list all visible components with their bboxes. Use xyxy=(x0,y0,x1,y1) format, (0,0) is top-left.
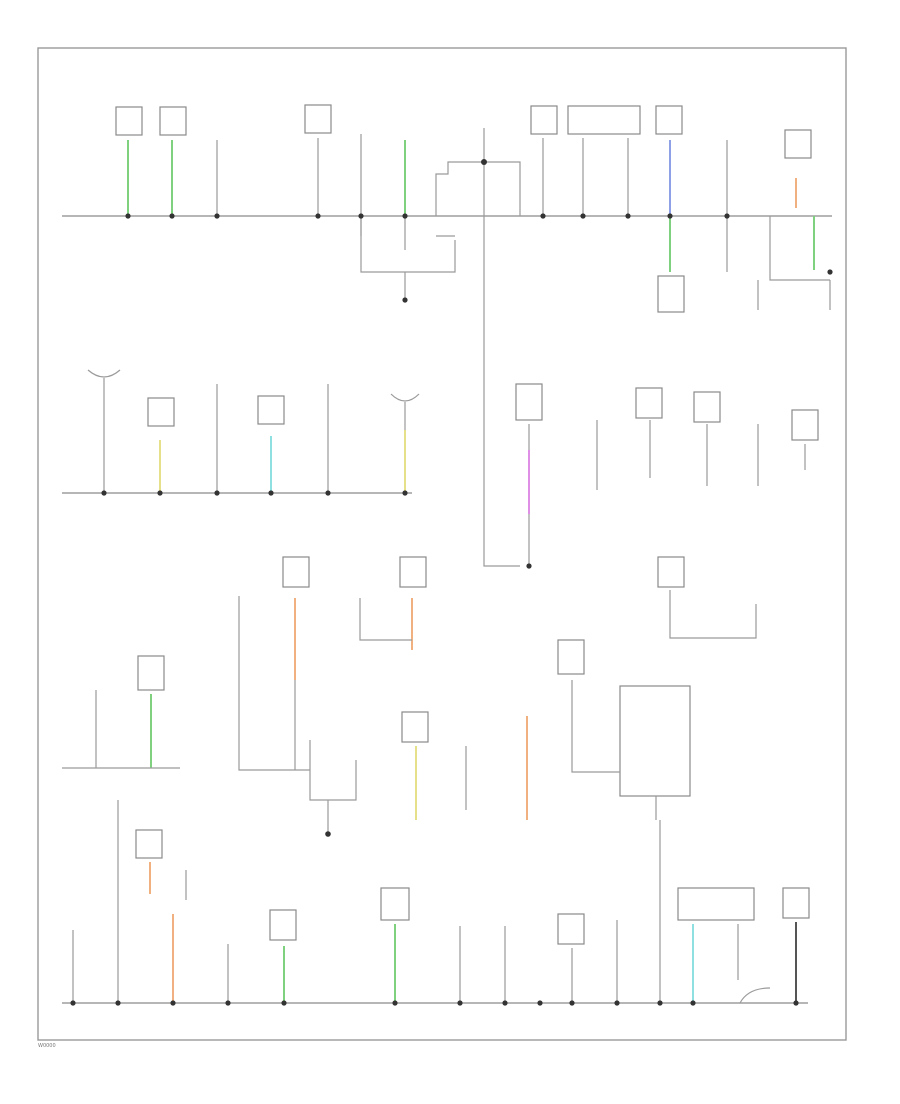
splice-node xyxy=(392,1000,398,1006)
component-box xyxy=(115,106,143,136)
wire-gray xyxy=(360,134,456,273)
splice-node xyxy=(214,490,220,496)
splice-node xyxy=(537,1000,543,1006)
wire-gray xyxy=(238,596,310,771)
component-box xyxy=(784,129,812,159)
splice-node xyxy=(169,213,175,219)
splice-node xyxy=(402,297,408,303)
splice-node xyxy=(358,213,364,219)
splice-node xyxy=(667,213,673,219)
component-box xyxy=(557,639,585,675)
splice-node xyxy=(325,490,331,496)
component-box xyxy=(791,409,819,441)
splice-node xyxy=(281,1000,287,1006)
component-box xyxy=(380,887,410,921)
lamp-symbol xyxy=(390,393,420,402)
component-box xyxy=(567,105,641,135)
row3-ground-section xyxy=(62,556,757,837)
splice-node xyxy=(101,490,107,496)
lamp-symbol xyxy=(87,369,121,378)
component-box xyxy=(159,106,187,136)
component-box xyxy=(657,556,685,588)
row1-ground-section xyxy=(62,104,833,567)
splice-node xyxy=(157,490,163,496)
splice-node xyxy=(526,563,532,569)
component-box xyxy=(147,397,175,427)
component-box xyxy=(304,104,332,134)
splice-node xyxy=(614,1000,620,1006)
splice-node xyxy=(115,1000,121,1006)
splice-node xyxy=(827,269,833,275)
splice-node xyxy=(502,1000,508,1006)
splice-node xyxy=(580,213,586,219)
splice-node xyxy=(125,213,131,219)
splice-node xyxy=(225,1000,231,1006)
splice-node xyxy=(690,1000,696,1006)
splice-node xyxy=(569,1000,575,1006)
diagram-frame xyxy=(37,47,847,1041)
component-box xyxy=(677,887,755,921)
component-box xyxy=(782,887,810,919)
splice-node xyxy=(793,1000,799,1006)
component-box xyxy=(515,383,543,421)
component-box xyxy=(399,556,427,588)
component-box xyxy=(619,685,691,797)
component-box xyxy=(657,275,685,313)
component-box xyxy=(530,105,558,135)
wire-gray xyxy=(359,598,412,641)
wire-gray xyxy=(483,128,521,176)
splice-node xyxy=(625,213,631,219)
wire-gray xyxy=(435,161,484,216)
splice-node xyxy=(657,1000,663,1006)
component-box xyxy=(282,556,310,588)
row4-ground-section xyxy=(62,800,810,1006)
splice-node xyxy=(268,490,274,496)
splice-node xyxy=(325,831,331,837)
figure-code: W0000 xyxy=(38,1043,56,1049)
component-box xyxy=(557,913,585,945)
wire-gray xyxy=(669,590,757,639)
component-box xyxy=(693,391,721,423)
component-box xyxy=(401,711,429,743)
component-box xyxy=(269,909,297,941)
wire-gray xyxy=(769,216,830,281)
splice-node xyxy=(170,1000,176,1006)
splice-node xyxy=(724,213,730,219)
splice-node xyxy=(402,213,408,219)
wire-gray xyxy=(739,987,771,1004)
splice-node xyxy=(402,490,408,496)
splice-node xyxy=(315,213,321,219)
splice-node xyxy=(540,213,546,219)
wire-gray xyxy=(309,740,357,801)
wire-gray xyxy=(571,680,620,773)
splice-node xyxy=(70,1000,76,1006)
component-box xyxy=(137,655,165,691)
component-box xyxy=(257,395,285,425)
wire-gray xyxy=(483,162,520,567)
splice-node xyxy=(481,159,487,165)
row2-ground-section xyxy=(62,369,819,569)
component-box xyxy=(635,387,663,419)
component-box xyxy=(135,829,163,859)
splice-node xyxy=(214,213,220,219)
splice-node xyxy=(457,1000,463,1006)
component-box xyxy=(655,105,683,135)
